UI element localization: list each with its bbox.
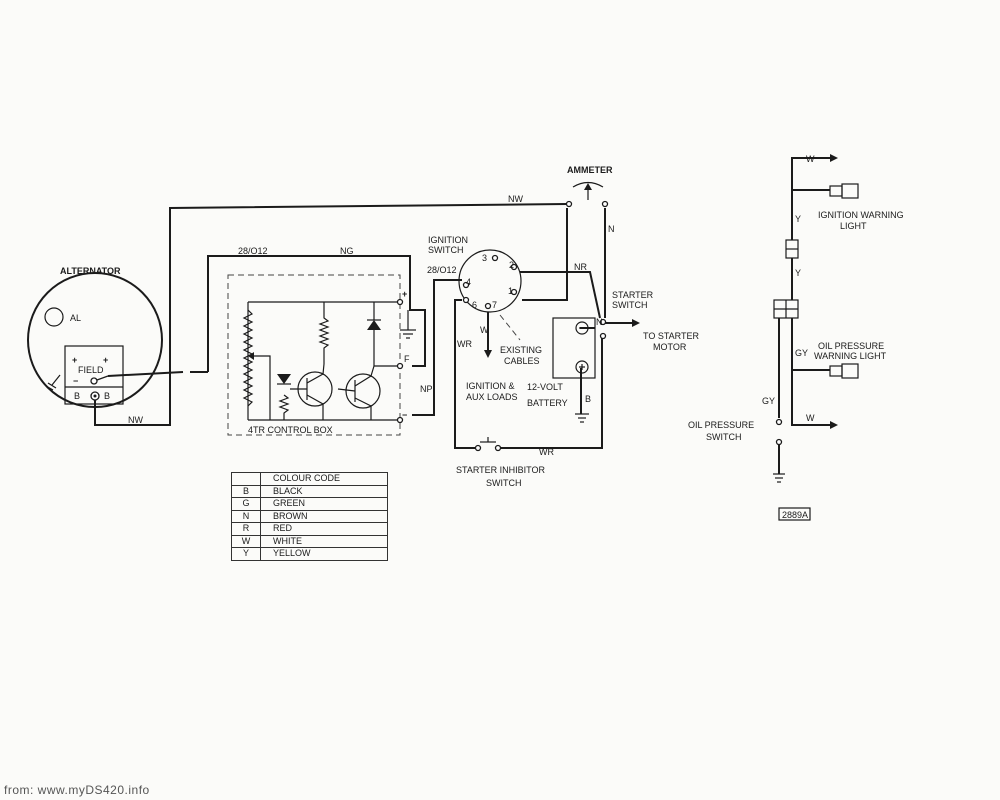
existing-cables-label-2: CABLES bbox=[504, 356, 540, 366]
switch-pos-1: 1 bbox=[508, 286, 513, 296]
ign-warning-label-1: IGNITION WARNING bbox=[818, 210, 904, 220]
colour-row: W WHITE bbox=[231, 534, 388, 548]
colour-code-key: N bbox=[231, 509, 261, 523]
control-box bbox=[227, 274, 416, 436]
colour-code-value: GREEN bbox=[260, 497, 388, 511]
colour-code-title: COLOUR CODE bbox=[260, 472, 388, 486]
to-starter-label-2: MOTOR bbox=[653, 342, 687, 352]
alt-b-right: B bbox=[104, 391, 110, 401]
inhibitor-label-2: SWITCH bbox=[486, 478, 522, 488]
field-minus: − bbox=[73, 376, 78, 386]
colour-code-value: YELLOW bbox=[260, 547, 388, 561]
wire-n-ammeter: N bbox=[608, 224, 615, 234]
wire-wr-bottom: WR bbox=[539, 447, 554, 457]
wire-w-loads: W bbox=[480, 325, 489, 335]
wire-wr-left: WR bbox=[457, 339, 472, 349]
colour-code-value: RED bbox=[260, 522, 388, 536]
starter-switch-label-1: STARTER bbox=[612, 290, 654, 300]
colour-code-key: B bbox=[231, 484, 261, 498]
colour-row: Y YELLOW bbox=[231, 547, 388, 561]
switch-pos-2: 2 bbox=[509, 260, 514, 270]
wire-ng: NG bbox=[340, 246, 354, 256]
to-starter-label-1: TO STARTER bbox=[643, 331, 700, 341]
diagram-ref: 2889A bbox=[782, 510, 808, 520]
switch-pos-7: 7 bbox=[492, 300, 497, 310]
battery-b-label: B bbox=[585, 394, 591, 404]
existing-cables-label-1: EXISTING bbox=[500, 345, 542, 355]
alternator-label: ALTERNATOR bbox=[60, 266, 121, 276]
loads-label-1: IGNITION & bbox=[466, 381, 515, 391]
wire-nr: NR bbox=[574, 262, 587, 272]
colour-code-key: W bbox=[231, 534, 261, 548]
ammeter-label: AMMETER bbox=[567, 165, 613, 175]
source-footer: from: www.myDS420.info bbox=[4, 783, 150, 797]
field-plus-right: + bbox=[103, 355, 108, 365]
wire-gy-lower: GY bbox=[762, 396, 775, 406]
cb-minus: − bbox=[402, 410, 407, 420]
wire-nw-top: NW bbox=[508, 194, 523, 204]
ignition-switch-label-2: SWITCH bbox=[428, 245, 464, 255]
field-label: FIELD bbox=[78, 365, 104, 375]
colour-code-header-blank bbox=[231, 472, 261, 486]
wire-code-28012-b: 28/O12 bbox=[427, 265, 457, 275]
colour-row: N BROWN bbox=[231, 509, 388, 523]
colour-code-key: R bbox=[231, 522, 261, 536]
colour-code-header: COLOUR CODE bbox=[231, 472, 388, 486]
wire-code-28012-a: 28/O12 bbox=[238, 246, 268, 256]
colour-code-key: Y bbox=[231, 547, 261, 561]
wire-w-top: W bbox=[806, 154, 815, 164]
inhibitor-label-1: STARTER INHIBITOR bbox=[456, 465, 546, 475]
ign-warning-label-2: LIGHT bbox=[840, 221, 867, 231]
diagram-ref-box bbox=[778, 507, 811, 521]
oil-switch-label-1: OIL PRESSURE bbox=[688, 420, 754, 430]
wire-nw-bottom: NW bbox=[128, 415, 143, 425]
switch-pos-6: 6 bbox=[472, 300, 477, 310]
alternator: + + − B B bbox=[27, 272, 163, 408]
wire-y-upper: Y bbox=[795, 214, 801, 224]
alt-b-left: B bbox=[74, 391, 80, 401]
starter-inhibitor-switch bbox=[474, 437, 502, 452]
wire-n-starter: N bbox=[596, 317, 603, 327]
al-label: AL bbox=[70, 313, 81, 323]
ammeter bbox=[565, 181, 609, 208]
colour-code-value: BROWN bbox=[260, 509, 388, 523]
starter-switch-label-2: SWITCH bbox=[612, 300, 648, 310]
ignition-switch-label-1: IGNITION bbox=[428, 235, 468, 245]
field-plus-left: + bbox=[72, 355, 77, 365]
battery-label-2: BATTERY bbox=[527, 398, 568, 408]
control-box-label: 4TR CONTROL BOX bbox=[248, 425, 333, 435]
wire-w-bottom: W bbox=[806, 413, 815, 423]
oil-switch-label-2: SWITCH bbox=[706, 432, 742, 442]
battery bbox=[552, 317, 596, 423]
wire-np: NP bbox=[420, 384, 433, 394]
cb-plus: + bbox=[402, 289, 407, 299]
wire-gy-upper: GY bbox=[795, 348, 808, 358]
oil-warning-label-2: WARNING LIGHT bbox=[814, 351, 887, 361]
switch-pos-3: 3 bbox=[482, 253, 487, 263]
cb-f: F bbox=[404, 354, 410, 364]
colour-code-table: COLOUR CODE B BLACK G GREEN N BROWN R RE… bbox=[231, 472, 388, 561]
colour-row: R RED bbox=[231, 522, 388, 536]
warning-light-circuit bbox=[773, 183, 859, 483]
colour-code-key: G bbox=[231, 497, 261, 511]
oil-warning-label-1: OIL PRESSURE bbox=[818, 341, 884, 351]
switch-pos-4: 4 bbox=[466, 277, 471, 287]
colour-row: B BLACK bbox=[231, 484, 388, 498]
battery-label-1: 12-VOLT bbox=[527, 382, 563, 392]
colour-code-value: WHITE bbox=[260, 534, 388, 548]
loads-label-2: AUX LOADS bbox=[466, 392, 518, 402]
starter-switch bbox=[599, 318, 607, 340]
colour-code-value: BLACK bbox=[260, 484, 388, 498]
wire-y-lower: Y bbox=[795, 268, 801, 278]
colour-row: G GREEN bbox=[231, 497, 388, 511]
ignition-switch bbox=[458, 249, 522, 341]
